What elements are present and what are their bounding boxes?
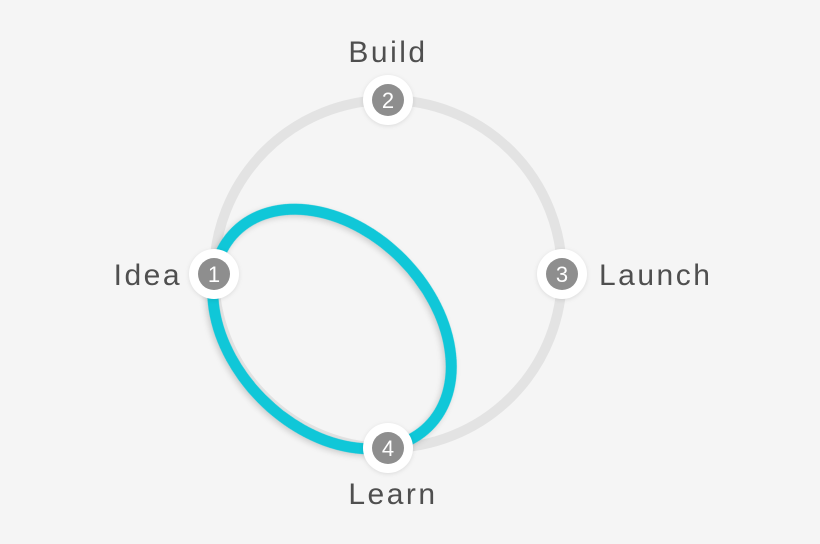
step-label-launch: Launch [599, 259, 712, 292]
iteration-loop-ellipse [207, 203, 457, 455]
node-dot [372, 84, 404, 116]
node-number: 2 [382, 88, 394, 113]
step-label-learn: Learn [348, 478, 437, 511]
node-number: 1 [208, 262, 220, 287]
step-label-idea: Idea [114, 259, 182, 292]
node-dot [198, 258, 230, 290]
node-number: 4 [382, 436, 394, 461]
node-number: 3 [556, 262, 568, 287]
step-node-idea: 1 [189, 249, 239, 299]
node-dot [372, 432, 404, 464]
step-node-build: 2 [363, 75, 413, 125]
node-dot [546, 258, 578, 290]
step-node-learn: 4 [363, 423, 413, 473]
step-label-build: Build [348, 36, 427, 69]
step-node-launch: 3 [537, 249, 587, 299]
